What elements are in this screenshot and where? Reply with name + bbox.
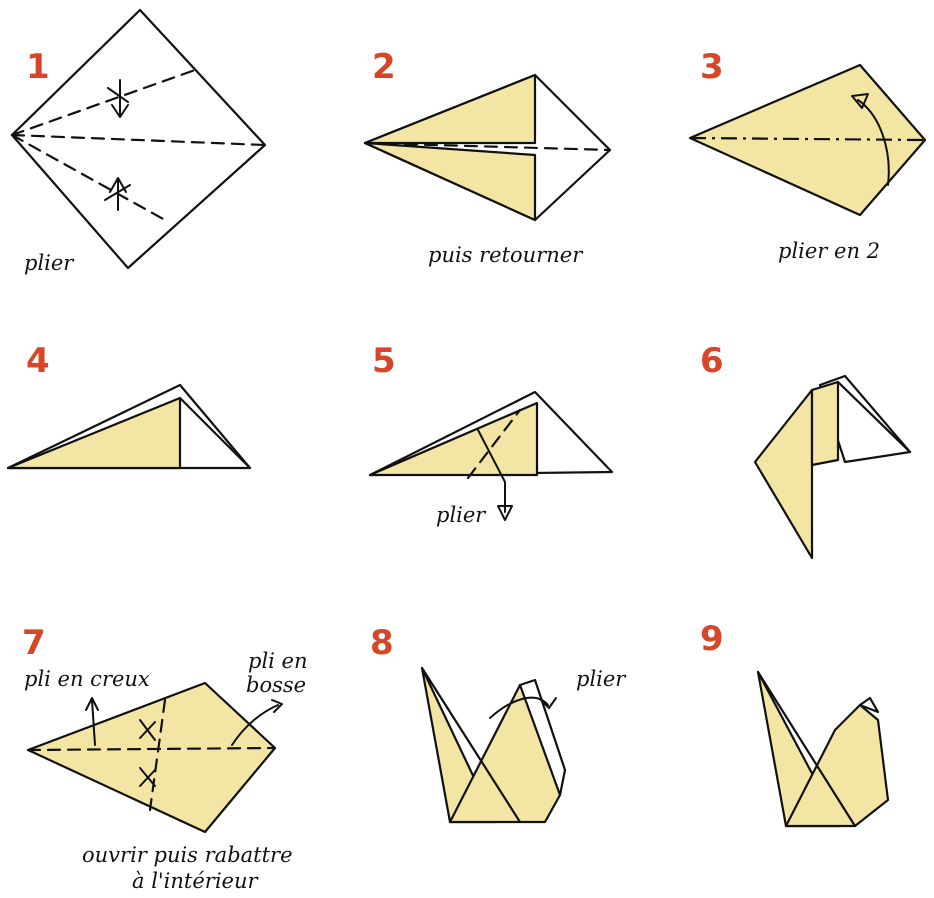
- unfolded-kite: [26, 681, 277, 834]
- step-8-label: plier: [576, 667, 627, 691]
- step-1-label: plier: [24, 251, 75, 275]
- fold-mark-top: [139, 719, 156, 741]
- mountain-arrow: [231, 699, 283, 746]
- fold-arrow-top: [107, 79, 129, 118]
- fold-arrow: [477, 429, 513, 521]
- step-1-number: 1: [26, 47, 50, 87]
- mountain-fold-label-2: bosse: [246, 673, 306, 697]
- step-3: 3 plier en 2: [688, 47, 927, 263]
- valley-arrow: [85, 697, 99, 746]
- step-2-label: puis retourner: [428, 243, 584, 267]
- step-7: 7 pli en creux pli en bosse ouvrir puis …: [22, 623, 308, 893]
- step-7-number: 7: [22, 623, 46, 663]
- neck-edge: [420, 666, 522, 824]
- neck-edge: [756, 670, 857, 828]
- fold-line-top: [10, 68, 197, 137]
- center-crease: [363, 141, 612, 152]
- fold-mark-bottom: [139, 767, 156, 787]
- step-3-number: 3: [700, 47, 724, 87]
- head-fold: [518, 678, 567, 797]
- arrow-head: [851, 93, 869, 109]
- fold-arrow-bottom: [104, 177, 131, 211]
- step-6: 6: [700, 341, 912, 560]
- valley-line: [148, 698, 167, 812]
- step-2: 2 puis retourner: [363, 47, 612, 267]
- step-2-number: 2: [372, 47, 396, 87]
- step-1: 1 plier: [10, 8, 267, 275]
- back-edge: [836, 380, 912, 454]
- step-3-label: plier en 2: [778, 239, 880, 263]
- valley-fold-label: pli en creux: [24, 667, 150, 691]
- folded-front: [6, 396, 182, 470]
- step-4-number: 4: [26, 341, 50, 381]
- open-instruction-1: ouvrir puis rabattre: [82, 843, 293, 867]
- center-crease: [10, 133, 267, 147]
- body-flap: [810, 380, 840, 467]
- step-9-number: 9: [700, 619, 724, 659]
- neck-flap: [753, 388, 814, 560]
- center-line: [26, 746, 277, 752]
- head-tip: [858, 696, 880, 714]
- step-5-number: 5: [372, 341, 396, 381]
- step-8-number: 8: [370, 623, 394, 663]
- step-5: 5 plier: [368, 341, 614, 527]
- kite-flap-top: [363, 73, 537, 145]
- fold-arrow: [489, 696, 557, 719]
- valley-fold-line: [689, 136, 926, 142]
- step-5-label: plier: [436, 503, 487, 527]
- mountain-fold-label-1: pli en: [248, 649, 308, 673]
- step-4: 4: [6, 341, 252, 470]
- step-8: 8 plier: [370, 623, 627, 824]
- step-9: 9: [700, 619, 890, 828]
- folded-front: [368, 401, 539, 477]
- fold-line-bottom: [10, 133, 167, 222]
- step-6-number: 6: [700, 341, 724, 381]
- fold-line: [466, 408, 522, 480]
- kite-flap-bottom: [363, 141, 537, 222]
- edge: [178, 396, 252, 470]
- open-instruction-2: à l'intérieur: [132, 869, 260, 893]
